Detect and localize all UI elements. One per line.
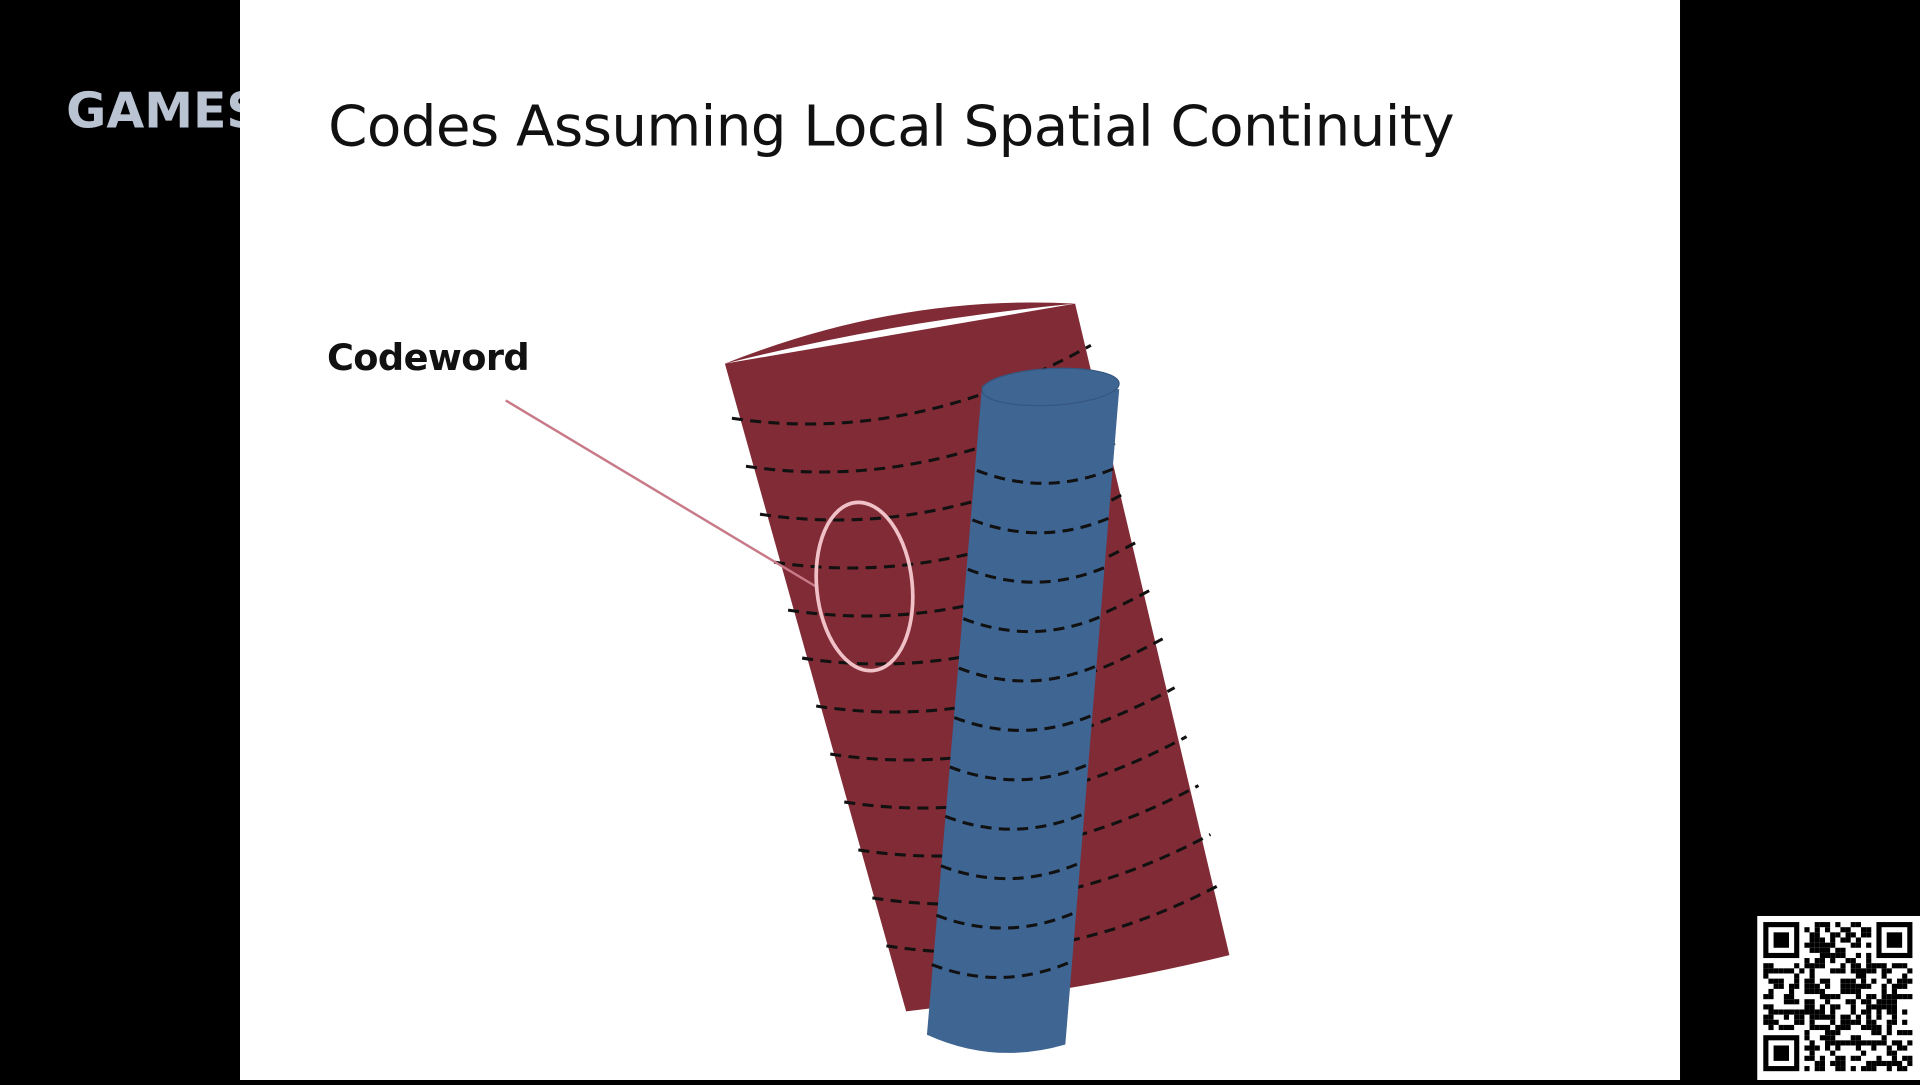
codeword-label: Codeword <box>326 336 530 380</box>
small-cylinder-body <box>926 375 1120 1053</box>
codeword-highlight-ellipse <box>814 500 915 673</box>
large-cylinder-top <box>724 302 1076 364</box>
games-logo: GAMES <box>66 83 240 140</box>
slide-title: Codes Assuming Local Spatial Continuity <box>328 93 1454 160</box>
qr-code-icon <box>1757 915 1920 1081</box>
small-cylinder <box>926 367 1120 1053</box>
codeword-highlight <box>505 399 915 673</box>
codeword-pointer-line <box>505 399 819 589</box>
small-cylinder-top <box>981 367 1120 407</box>
